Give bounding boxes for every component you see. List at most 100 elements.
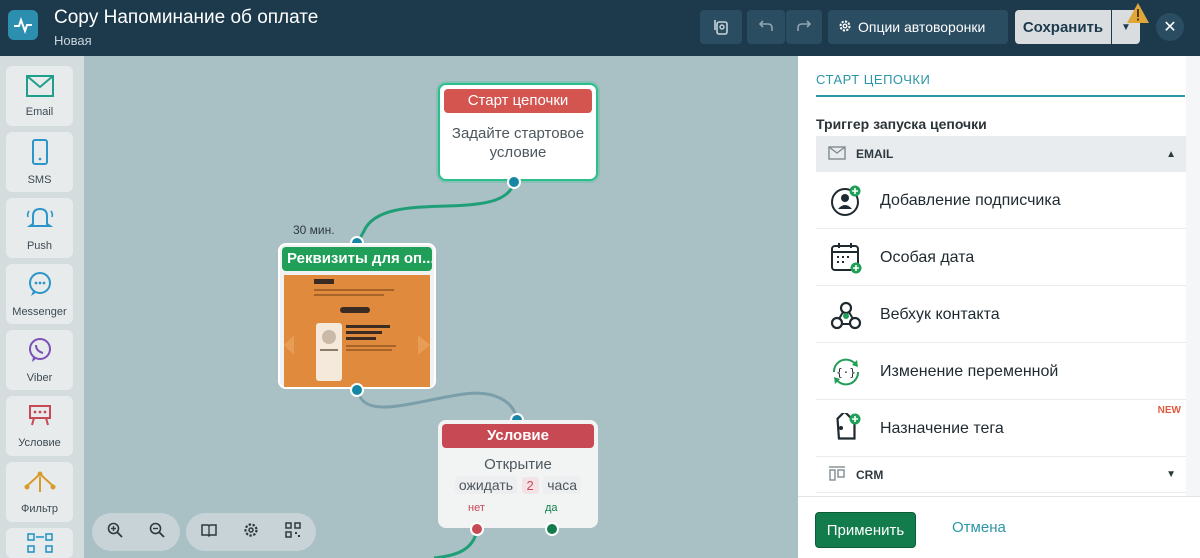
pulse-icon[interactable] <box>8 10 38 40</box>
undo-icon <box>758 18 774 37</box>
start-node-text: Задайте стартовое условие <box>451 125 585 161</box>
panel-title: СТАРТ ЦЕПОЧКИ <box>816 72 931 87</box>
palette-item-viber[interactable]: Viber <box>6 330 73 390</box>
history-button[interactable] <box>700 10 742 44</box>
palette-item-more[interactable] <box>6 528 73 558</box>
trigger-option-variable-change[interactable]: {·} Изменение переменной <box>816 344 1186 400</box>
book-icon <box>201 522 217 543</box>
palette-item-filter[interactable]: Фильтр <box>6 462 73 522</box>
no-branch-port[interactable] <box>470 522 484 536</box>
email-group-header[interactable]: EMAIL ▲ <box>816 136 1186 172</box>
gear-icon <box>838 19 852 36</box>
palette-item-push[interactable]: Push <box>6 198 73 258</box>
split-icon <box>26 532 54 557</box>
palette-item-sms[interactable]: SMS <box>6 132 73 192</box>
trigger-option-add-subscriber[interactable]: Добавление подписчика <box>816 173 1186 229</box>
crm-group-header[interactable]: CRM ▼ <box>816 457 1186 493</box>
start-node[interactable]: Старт цепочки Задайте стартовое условие <box>438 83 598 181</box>
phone-icon <box>31 138 49 168</box>
crm-group-label: CRM <box>856 467 884 482</box>
trigger-option-assign-tag[interactable]: Назначение тега NEW <box>816 401 1186 457</box>
page-title: Copy Напоминание об оплате <box>54 7 319 28</box>
palette-label: Messenger <box>12 305 67 318</box>
email-node[interactable]: Реквизиты для оп... <box>278 243 436 389</box>
settings-panel: СТАРТ ЦЕПОЧКИ Триггер запуска цепочки EM… <box>798 56 1200 558</box>
close-icon: ✕ <box>1163 19 1177 36</box>
close-button[interactable]: ✕ <box>1156 13 1184 41</box>
viber-icon <box>27 337 53 366</box>
trigger-option-label: Назначение тега <box>880 419 1004 437</box>
zoom-group <box>92 513 180 551</box>
yes-branch-label: да <box>545 502 558 514</box>
redo-button[interactable] <box>786 10 822 44</box>
funnel-canvas[interactable]: Старт цепочки Задайте стартовое условие … <box>84 56 798 558</box>
palette-item-email[interactable]: Email <box>6 66 73 126</box>
palette-item-condition[interactable]: Условие <box>6 396 73 456</box>
cancel-button[interactable]: Отмена <box>952 519 1006 536</box>
zoom-in-button[interactable] <box>96 513 134 551</box>
apply-button[interactable]: Применить <box>815 512 916 548</box>
block-palette: Email SMS Push Messenger Viber Условие Ф… <box>0 56 84 558</box>
crm-icon <box>828 465 846 484</box>
condition-node-title: Условие <box>442 424 594 448</box>
yes-branch-port[interactable] <box>545 522 559 536</box>
qr-code-button[interactable] <box>274 513 312 551</box>
start-node-output-port[interactable] <box>507 175 521 189</box>
zoom-in-icon <box>107 522 123 543</box>
wait-value: 2 <box>521 477 539 494</box>
undo-button[interactable] <box>747 10 785 44</box>
email-group-label: EMAIL <box>856 147 894 161</box>
zoom-out-button[interactable] <box>138 513 176 551</box>
wait-unit: часа <box>543 476 582 494</box>
delay-label: 30 мин. <box>293 223 335 237</box>
envelope-icon <box>828 145 846 163</box>
panel-scrollbar[interactable] <box>1186 56 1200 496</box>
zoom-out-icon <box>149 522 165 543</box>
save-button[interactable]: Сохранить <box>1015 10 1111 44</box>
bell-icon <box>26 205 54 234</box>
condition-node-text: Открытие <box>484 456 552 473</box>
redo-icon <box>796 18 812 37</box>
top-bar: Copy Напоминание об оплате Новая Опции а… <box>0 0 1200 56</box>
funnel-options-label: Опции автоворонки <box>858 19 986 35</box>
palette-label: Push <box>26 239 53 252</box>
trigger-option-label: Вебхук контакта <box>880 305 1000 323</box>
email-preview-thumbnail <box>284 275 430 387</box>
tools-group <box>186 513 316 551</box>
palette-label: Условие <box>18 436 61 449</box>
chat-icon <box>27 271 53 300</box>
palette-item-messenger[interactable]: Messenger <box>6 264 73 324</box>
webhook-icon <box>828 297 864 333</box>
wait-label: ожидать <box>454 476 518 494</box>
canvas-settings-button[interactable] <box>232 513 270 551</box>
envelope-icon <box>25 74 54 100</box>
trigger-option-special-date[interactable]: Особая дата <box>816 230 1186 286</box>
email-node-output-port[interactable] <box>350 383 364 397</box>
tag-icon <box>828 411 864 447</box>
palette-label: Viber <box>26 371 53 384</box>
funnel-options-button[interactable]: Опции автоворонки <box>828 10 1008 44</box>
canvas-toolbar <box>92 513 316 551</box>
add-subscriber-icon <box>828 183 864 219</box>
warning-icon[interactable] <box>1126 2 1150 24</box>
palette-label: Email <box>25 105 54 118</box>
help-book-button[interactable] <box>190 513 228 551</box>
trigger-option-label: Особая дата <box>880 248 975 266</box>
svg-text:{·}: {·} <box>836 366 856 379</box>
chevron-up-icon: ▲ <box>1166 148 1176 160</box>
trigger-option-label: Добавление подписчика <box>880 191 1061 209</box>
trigger-option-contact-webhook[interactable]: Вебхук контакта <box>816 287 1186 343</box>
variable-icon: {·} <box>828 354 864 390</box>
history-icon <box>711 16 731 39</box>
start-node-title: Старт цепочки <box>444 89 592 113</box>
filter-icon <box>24 470 56 497</box>
email-node-title: Реквизиты для оп... <box>282 247 432 271</box>
palette-label: Фильтр <box>21 502 58 515</box>
chevron-down-icon: ▼ <box>1121 21 1131 33</box>
palette-label: SMS <box>27 173 52 186</box>
page-subtitle: Новая <box>54 33 92 48</box>
qr-code-icon <box>285 521 301 543</box>
condition-node[interactable]: Условие Открытие ожидать 2 часа нет да <box>438 420 598 528</box>
panel-title-underline <box>816 95 1185 97</box>
panel-footer: Применить Отмена <box>798 496 1200 558</box>
